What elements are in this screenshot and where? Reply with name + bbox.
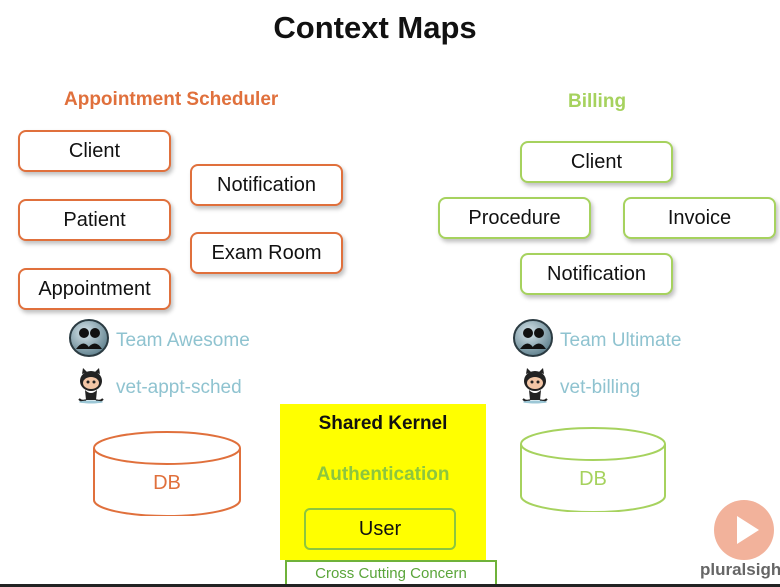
left-repo-row: vet-appt-sched	[72, 366, 242, 410]
cross-cutting-concern-label: Cross Cutting Concern	[285, 560, 497, 587]
appointment-scheduler-heading: Appointment Scheduler	[64, 89, 279, 110]
github-octocat-icon	[72, 366, 110, 410]
left-db-cylinder	[92, 430, 242, 521]
shared-kernel-title: Shared Kernel	[318, 413, 448, 434]
right-team-name: Team Ultimate	[560, 330, 682, 351]
pluralsight-logo-text: pluralsigh	[700, 560, 780, 579]
right-client-box: Client	[520, 141, 673, 183]
left-patient-box: Patient	[18, 199, 171, 241]
right-db-cylinder	[519, 426, 667, 517]
right-repo-name: vet-billing	[560, 377, 641, 398]
bottom-strip	[0, 584, 780, 587]
authentication-label: Authentication	[316, 464, 450, 485]
github-octocat-icon	[516, 366, 554, 410]
left-client-box: Client	[18, 130, 171, 172]
right-notification-box: Notification	[520, 253, 673, 295]
left-exam-room-box: Exam Room	[190, 232, 343, 274]
left-team-row: Team Awesome	[68, 318, 250, 364]
team-avatar-icon	[512, 318, 554, 364]
left-db-shape	[93, 431, 241, 517]
left-team-name: Team Awesome	[116, 330, 250, 351]
page-title: Context Maps	[273, 10, 477, 45]
billing-heading: Billing	[568, 91, 627, 112]
play-logo-icon	[712, 498, 776, 567]
user-box: User	[304, 508, 456, 550]
right-invoice-box: Invoice	[623, 197, 776, 239]
right-db-label: DB	[579, 468, 607, 490]
team-avatar-icon	[68, 318, 110, 364]
right-procedure-box: Procedure	[438, 197, 591, 239]
left-notification-box: Notification	[190, 164, 343, 206]
left-db-label: DB	[153, 472, 181, 494]
right-team-row: Team Ultimate	[512, 318, 681, 364]
left-repo-name: vet-appt-sched	[116, 377, 242, 398]
left-appointment-box: Appointment	[18, 268, 171, 310]
right-repo-row: vet-billing	[516, 366, 640, 410]
